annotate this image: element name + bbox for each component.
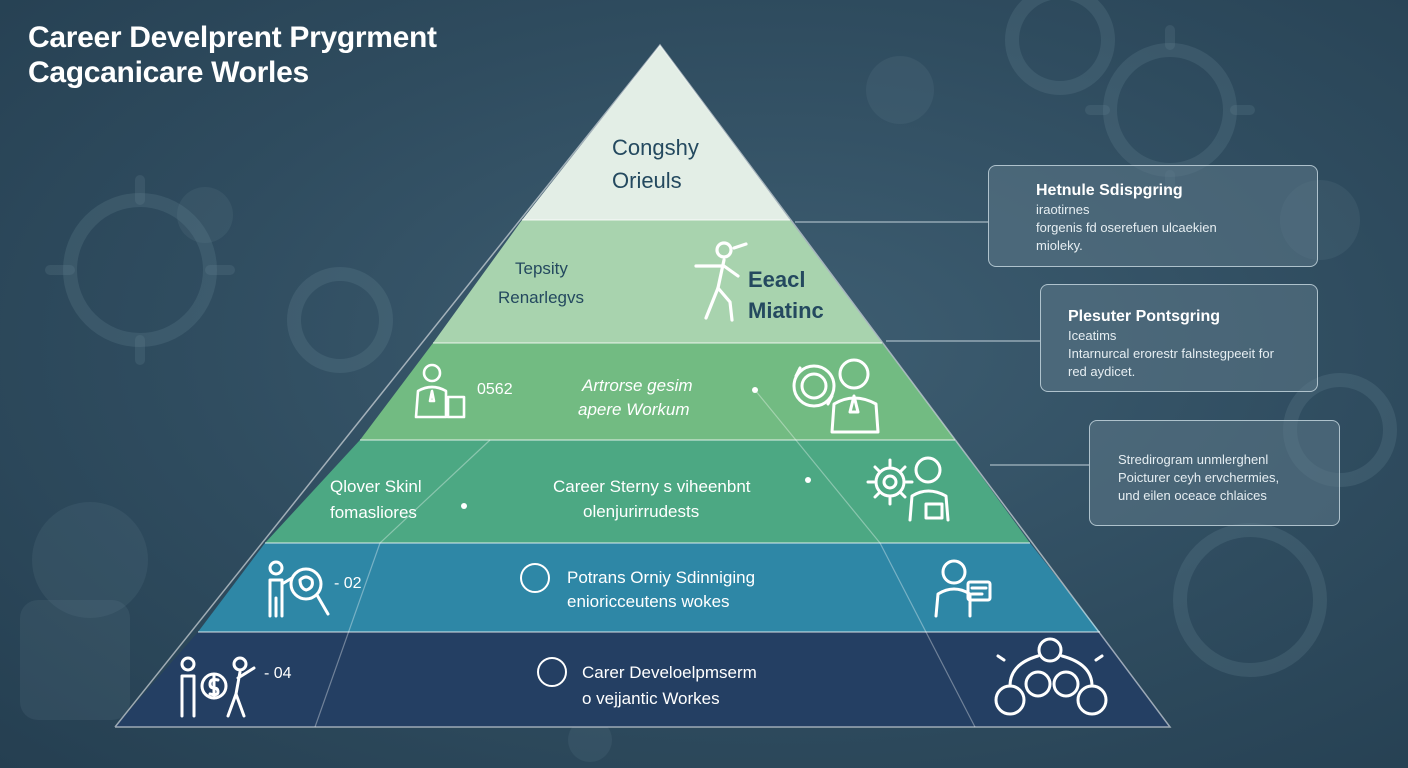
tier-2-left-label: Tepsity Renarlegvs	[498, 254, 584, 312]
tier-2-right-line-1: Eeacl	[748, 267, 806, 292]
tier-5-bullet	[520, 563, 550, 593]
person-walking-icon	[694, 241, 748, 322]
callout-2-line-2: Intarnurcal erorestr falnstegpeeit for	[1068, 346, 1274, 361]
tier-4-left-line-1: Qlover Skinl	[330, 477, 422, 496]
tier-5-line-1: Potrans Orniy Sdinniging	[567, 568, 756, 587]
tier-5-band	[198, 543, 1100, 632]
callout-2-title: Plesuter Pontsgring	[1068, 308, 1221, 325]
callout-1-title: Hetnule Sdispgring	[1036, 182, 1183, 199]
team-cycle-icon	[792, 358, 880, 434]
tier-3-number: 0562	[477, 381, 513, 398]
tier-1-line-1: Congshy	[612, 135, 699, 160]
title-line-2: Cagcanicare Worles	[28, 56, 309, 89]
tier-4-left-marker	[461, 503, 467, 509]
tier-4-label: Career Sterny s viheenbnt olenjurirrudes…	[553, 474, 751, 524]
tier-5-line-2: enioricceutens wokes	[567, 592, 730, 611]
tier-2-right-label: Eeacl Miatinc	[748, 264, 824, 326]
tier-1-label: Congshy Orieuls	[612, 131, 699, 197]
tier-2-band	[433, 220, 882, 343]
callout-1-line-1: iraotirnes	[1036, 202, 1090, 217]
tier-4-line-1: Career Sterny s viheenbnt	[553, 477, 751, 496]
callout-1-line-3: mioleky.	[1036, 238, 1083, 253]
callout-1-line-2: forgenis fd oserefuen ulcaekien	[1036, 220, 1217, 235]
callout-3-line-2: Poicturer ceyh ervchermies,	[1118, 470, 1280, 485]
tier-4-line-2: olenjurirrudests	[583, 502, 700, 521]
tier-1-band	[522, 45, 790, 220]
tier-6-line-1: Carer Develoelpmserm	[582, 663, 757, 682]
tier-3-label: Artrorse gesim apere Workum	[578, 374, 693, 422]
tier-3-line-1: Artrorse gesim	[582, 376, 693, 395]
callout-3-line-1: Stredirogram unmlerghenl	[1118, 452, 1269, 467]
tier-6-band	[115, 632, 1170, 727]
tier-3-marker	[752, 387, 758, 393]
network-people-icon	[994, 637, 1108, 716]
title-line-1: Career Develprent Prygrment	[28, 21, 437, 54]
tier-6-label: Carer Develoelpmserm o vejjantic Workes	[582, 660, 757, 712]
tier-2-left-line-2: Renarlegvs	[498, 288, 584, 307]
tier-3-line-2: apere Workum	[578, 400, 690, 419]
tier-1-line-2: Orieuls	[612, 168, 682, 193]
tier-4-left-label: Qlover Skinl fomasliores	[330, 474, 422, 526]
tier-4-left-line-2: fomasliores	[330, 503, 417, 522]
callout-2-line-3: red aydicet.	[1068, 364, 1136, 379]
person-document-icon	[934, 559, 992, 618]
tier-5-number: - 02	[334, 575, 362, 592]
tier-4-right-marker	[805, 477, 811, 483]
callout-2: Plesuter Pontsgring Iceatims Intarnurcal…	[1040, 284, 1318, 392]
tier-6-line-2: o vejjantic Workes	[582, 689, 720, 708]
callout-1: Hetnule Sdispgring iraotirnes forgenis f…	[988, 165, 1318, 267]
tier-6-bullet	[537, 657, 567, 687]
tier-2-right-line-2: Miatinc	[748, 298, 824, 323]
page-title: Career Develprent Prygrment Cagcanicare …	[28, 20, 437, 90]
callout-2-line-1: Iceatims	[1068, 328, 1117, 343]
tier-5-label: Potrans Orniy Sdinniging enioricceutens …	[567, 566, 755, 614]
callout-3: Stredirogram unmlerghenl Poicturer ceyh …	[1089, 420, 1340, 526]
magnifier-brain-icon	[268, 560, 330, 618]
gear-person-icon	[866, 456, 950, 522]
tier-2-left-line-1: Tepsity	[515, 259, 568, 278]
presenter-icon	[414, 363, 466, 419]
tier-4-band	[265, 440, 1030, 543]
money-team-icon	[180, 656, 256, 718]
tier-6-number: - 04	[264, 665, 292, 682]
callout-3-line-3: und eilen oceace chlaices	[1118, 488, 1267, 503]
